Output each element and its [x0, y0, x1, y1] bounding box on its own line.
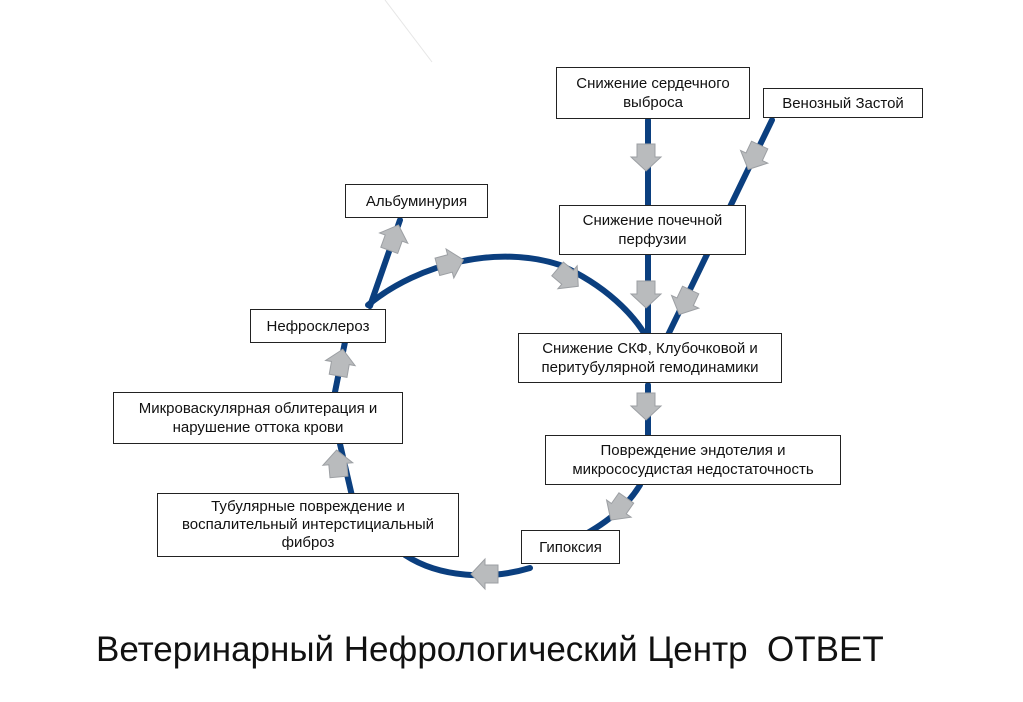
arrow-venous-2 [670, 285, 701, 316]
loop-upper-arc [365, 253, 651, 343]
node-microvascular-label: Микроваскулярная облитерация и нарушение… [138, 400, 378, 436]
corner-mark [384, 0, 433, 63]
loop-bottom-arc [402, 552, 533, 579]
node-venous-congestion-label: Венозный Застой [782, 94, 904, 112]
arrow-to-albuminuria [378, 224, 409, 255]
node-tubular-label: Тубулярные повреждение и воспалительный … [181, 498, 435, 551]
arrow-upper-arc [434, 247, 465, 280]
node-renal-perfusion: Снижение почечной перфузии [559, 205, 746, 255]
arrow-to-microvascular [321, 449, 355, 479]
arrow-down-1 [629, 143, 663, 172]
footer-caption: Ветеринарный Нефрологический Центр ОТВЕТ [96, 630, 884, 669]
arrow-to-gfr-arc [551, 261, 579, 290]
node-cardiac-output-label: Снижение сердечного выброса [576, 75, 730, 111]
arrow-down-2 [629, 280, 663, 309]
arrow-venous-1 [739, 140, 770, 171]
node-gfr-label: Снижение СКФ, Клубочковой и перитубулярн… [541, 340, 759, 376]
node-endothelium: Повреждение эндотелия и микрососудистая … [545, 435, 841, 485]
arrow-to-hypoxia [605, 492, 635, 521]
node-nephrosclerosis-label: Нефросклероз [266, 317, 370, 335]
node-cardiac-output: Снижение сердечного выброса [556, 67, 750, 119]
node-gfr: Снижение СКФ, Клубочковой и перитубулярн… [518, 333, 782, 383]
node-tubular: Тубулярные повреждение и воспалительный … [157, 493, 459, 557]
node-hypoxia-label: Гипоксия [539, 538, 602, 556]
node-venous-congestion: Венозный Застой [763, 88, 923, 118]
arrow-bottom-left [470, 557, 499, 591]
flow-arrows [321, 140, 770, 591]
arrow-down-3 [629, 392, 663, 421]
node-hypoxia: Гипоксия [521, 530, 620, 564]
node-microvascular: Микроваскулярная облитерация и нарушение… [113, 392, 403, 444]
node-renal-perfusion-label: Снижение почечной перфузии [582, 212, 723, 248]
node-nephrosclerosis: Нефросклероз [250, 309, 386, 343]
arrow-to-nephrosclerosis [324, 348, 357, 378]
node-albuminuria: Альбуминурия [345, 184, 488, 218]
node-endothelium-label: Повреждение эндотелия и микрососудистая … [572, 442, 814, 478]
node-albuminuria-label: Альбуминурия [365, 192, 468, 210]
